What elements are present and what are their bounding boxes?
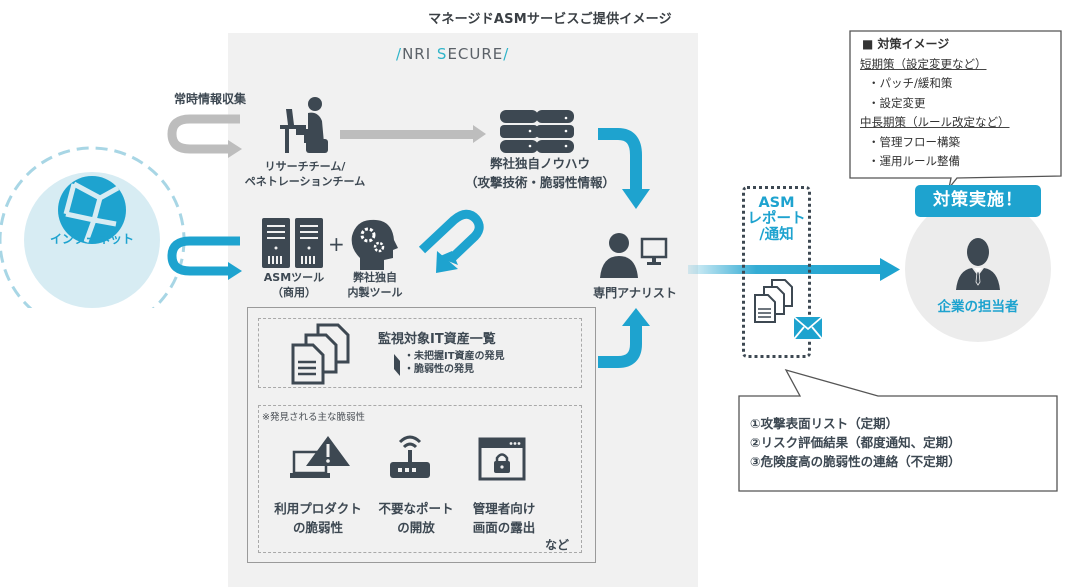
deliverable-item: ②リスク評価結果（都度通知、定期）: [750, 435, 961, 450]
asm-tool-line2: （商用）: [272, 286, 316, 299]
knowhow-line2: （攻撃技術・脆弱性情報）: [464, 175, 615, 190]
deliverable-item: ③危険度高の脆弱性の連絡（不定期）: [750, 454, 961, 469]
internal-tool-line1: 弊社独自: [353, 271, 397, 284]
businessperson-icon: [956, 238, 1000, 290]
research-team-label: リサーチチーム/ ペネトレーションチーム: [240, 159, 370, 189]
measures-group-title: 短期策（設定変更など）: [860, 56, 987, 71]
asm-tool-line1: ASMツール: [263, 271, 325, 284]
asset-list-box: [258, 318, 582, 388]
router-icon: [390, 435, 430, 478]
measures-callout: ■ 対策イメージ 短期策（設定変更など） ・パッチ/緩和策 ・設定変更 中長期策…: [860, 35, 1060, 172]
report-label: ASM レポート /通知: [742, 195, 811, 243]
asset-list-item: ・脆弱性の発見: [404, 364, 474, 375]
internal-tool-line2: 内製ツール: [347, 286, 403, 299]
vulnerability-item: 管理者向け 画面の露出: [456, 499, 552, 537]
measures-heading: ■ 対策イメージ: [862, 37, 950, 51]
locked-window-icon: [478, 437, 526, 481]
scan-arrow: [167, 236, 242, 280]
vulnerability-item: 不要なポート の開放: [366, 499, 466, 537]
collection-label: 常時情報収集: [173, 92, 246, 106]
asset-list-title: 監視対象IT資産一覧: [378, 332, 496, 347]
feedback-arrow: [418, 209, 484, 273]
analyst-icon: [600, 233, 668, 278]
report-line1: ASM: [758, 195, 795, 211]
pointer-arrow-icon: [394, 354, 400, 376]
page-title: マネージドASMサービスご提供イメージ: [428, 12, 672, 27]
laptop-warning-icon: [290, 436, 350, 478]
internal-tool-label: 弊社独自 内製ツール: [335, 270, 415, 300]
vulnerability-line2: の脆弱性: [292, 520, 343, 535]
measures-item: ・パッチ/緩和策: [868, 76, 953, 90]
research-team-line1: リサーチチーム/: [264, 160, 346, 173]
analyst-label: 専門アナリスト: [593, 286, 677, 300]
etc-label: など: [545, 538, 570, 552]
deliverable-item: ①攻撃表面リスト（定期）: [750, 416, 899, 431]
vulnerability-line1: 管理者向け: [472, 501, 536, 516]
vulnerability-item: 利用プロダクト の脆弱性: [263, 499, 373, 537]
vulnerability-line2: の開放: [397, 520, 435, 535]
knowhow-label: 弊社独自ノウハウ （攻撃技術・脆弱性情報）: [440, 154, 640, 192]
deliverables-callout-shape: [738, 368, 1058, 492]
measures-item: ・管理フロー構築: [868, 134, 960, 149]
report-box: [742, 186, 811, 358]
deliverables-list: ①攻撃表面リスト（定期） ②リスク評価結果（都度通知、定期） ③危険度高の脆弱性…: [750, 414, 961, 471]
research-team-line2: ペネトレーションチーム: [244, 175, 366, 188]
knowhow-to-analyst-arrow: [598, 128, 650, 209]
documents-icon: [291, 323, 350, 385]
knowhow-line1: 弊社独自ノウハウ: [489, 156, 590, 171]
collection-arrow: [167, 114, 242, 158]
mail-icon: [793, 316, 823, 340]
plus-sign: +: [328, 232, 345, 256]
nri-secure-logo: /NRI SECURE/: [396, 45, 510, 63]
measures-item: ・運用ルール整備: [868, 154, 960, 168]
vulnerabilities-caption: ※発見される主な脆弱性: [262, 412, 365, 423]
asset-list-items: ・未把握IT資産の発見 ・脆弱性の発見: [404, 350, 505, 376]
vulnerability-line1: 利用プロダクト: [274, 501, 362, 516]
asm-tool-label: ASMツール （商用）: [250, 270, 338, 300]
report-documents-icon: [754, 279, 793, 323]
asset-list-item: ・未把握IT資産の発見: [404, 351, 505, 362]
measures-group-title: 中長期策（ルール改定など）: [860, 115, 1010, 129]
vulnerabilities-box: [258, 405, 582, 553]
server-icon: [262, 218, 323, 268]
globe-icon: [58, 176, 126, 244]
report-arrow: [688, 258, 900, 281]
head-gears-icon: [351, 219, 398, 270]
measures-item: ・設定変更: [868, 95, 926, 110]
internet-label: インターネット: [49, 232, 134, 246]
assets-to-analyst-arrow: [598, 308, 650, 368]
client-label: 企業の担当者: [937, 299, 1019, 315]
report-line3: /通知: [759, 227, 794, 243]
cta-badge: 対策実施！: [915, 185, 1041, 217]
vulnerability-line2: 画面の露出: [472, 520, 536, 535]
report-line2: レポート: [747, 211, 806, 227]
findings-box: [247, 307, 596, 563]
vulnerability-line1: 不要なポート: [378, 501, 454, 516]
measures-callout-shape: [849, 30, 1062, 189]
database-icon: [500, 110, 574, 153]
researcher-icon: [280, 97, 328, 153]
knowhow-arrow: [340, 125, 486, 143]
